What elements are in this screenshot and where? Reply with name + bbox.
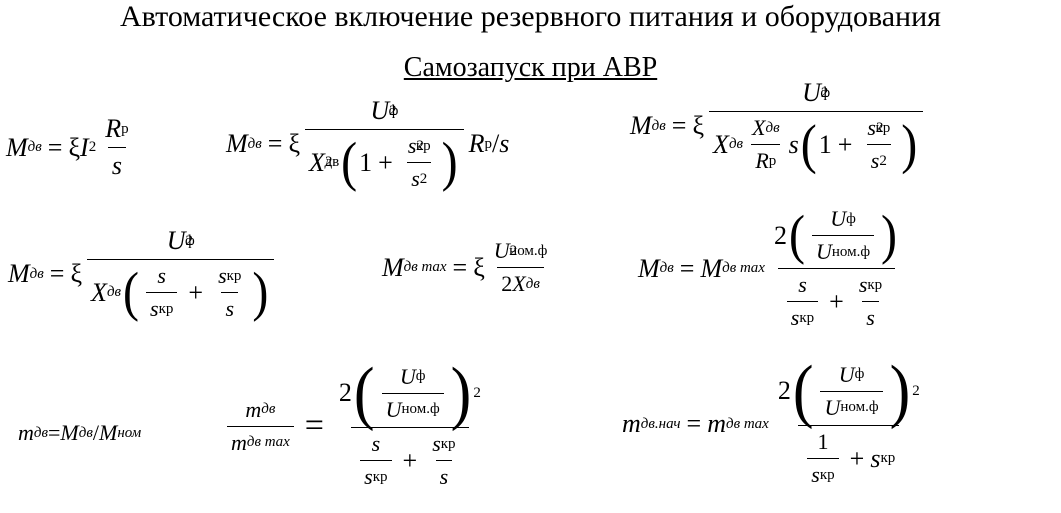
- slide-subtitle: Самозапуск при АВР: [403, 52, 658, 83]
- slide-title: Автоматическое включение резервного пита…: [120, 0, 941, 33]
